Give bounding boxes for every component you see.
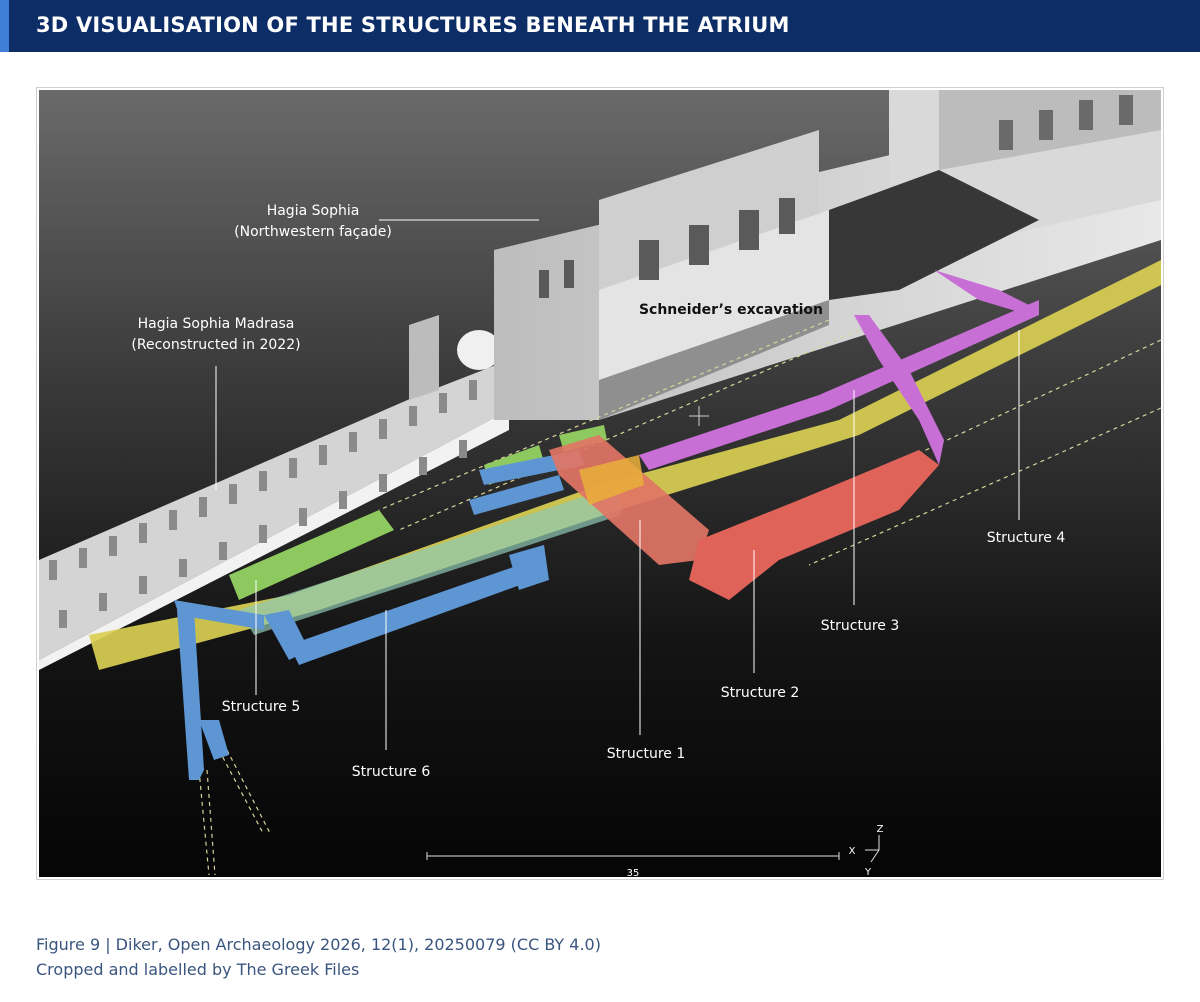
leader-lines (215, 219, 1020, 750)
page-header: 3D VISUALISATION OF THE STRUCTURES BENEA… (0, 0, 1200, 52)
header-accent-bar (0, 0, 9, 52)
structure-6-shape (174, 450, 584, 780)
crosshair (689, 406, 709, 426)
figure-3d-visualisation: Hagia Sophia (Northwestern façade) Hagia… (39, 90, 1161, 877)
axis-y-label: Y (864, 867, 872, 877)
structure-1-overlap (579, 455, 644, 505)
hagia-sophia-facade (494, 90, 1161, 420)
label-structure-1: Structure 1 (607, 746, 685, 762)
label-madrasa-1: Hagia Sophia Madrasa (138, 316, 295, 332)
label-structure-4: Structure 4 (987, 530, 1066, 546)
structure-3-shape (639, 270, 1039, 470)
axis-x-label: X (849, 846, 856, 857)
label-structure-6: Structure 6 (352, 764, 431, 780)
scale-bar (426, 852, 840, 860)
structure-2-shape (689, 450, 939, 600)
label-structure-3: Structure 3 (821, 618, 899, 634)
label-madrasa-2: (Reconstructed in 2022) (131, 337, 300, 353)
label-structure-5: Structure 5 (222, 699, 300, 715)
axis-z-label: Z (877, 824, 884, 835)
label-structure-2: Structure 2 (721, 685, 799, 701)
figure-caption-credit: Cropped and labelled by The Greek Files (36, 960, 360, 979)
label-schneider-excavation: Schneider’s excavation (639, 302, 823, 318)
scale-bar-value: 35 (627, 868, 640, 877)
structure-4-shape (89, 260, 1161, 670)
figure-frame: Hagia Sophia (Northwestern façade) Hagia… (36, 87, 1164, 880)
figure-caption-source: Figure 9 | Diker, Open Archaeology 2026,… (36, 935, 601, 954)
axis-triad (865, 835, 880, 863)
label-hagia-sophia-2: (Northwestern façade) (234, 224, 392, 240)
page-title: 3D VISUALISATION OF THE STRUCTURES BENEA… (36, 13, 790, 37)
madrasa-building (39, 315, 509, 670)
label-hagia-sophia-1: Hagia Sophia (267, 203, 360, 219)
